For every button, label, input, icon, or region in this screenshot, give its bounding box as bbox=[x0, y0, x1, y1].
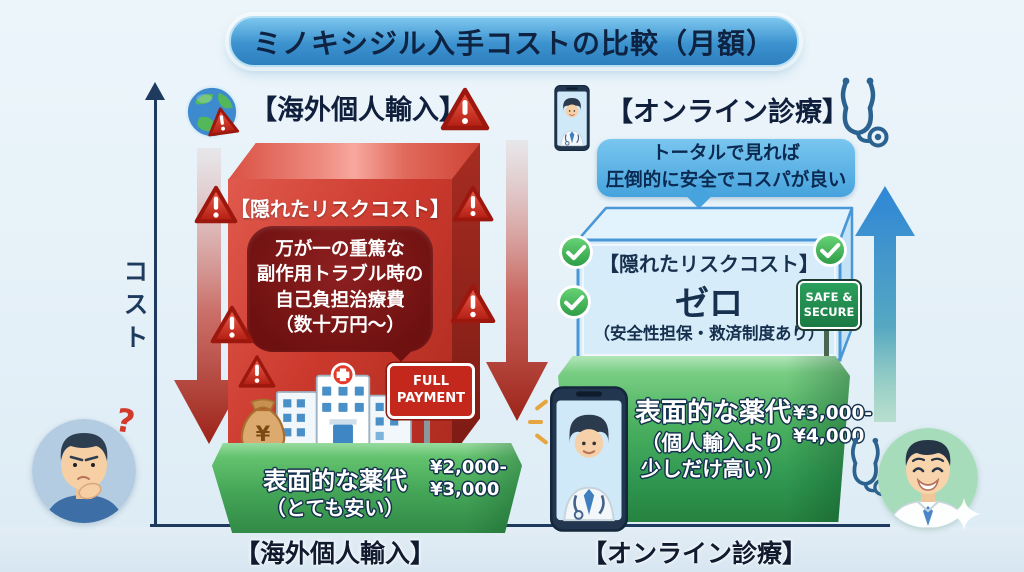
online-base-label2: （個人輸入より bbox=[640, 431, 785, 455]
import-base-label1: 表面的な薬代 bbox=[263, 467, 407, 495]
stethoscope-icon bbox=[830, 76, 890, 154]
import-base-price: ¥2,000- ¥3,000 bbox=[430, 457, 520, 500]
import-bottom-label: 【海外個人輸入】 bbox=[234, 539, 435, 568]
online-risk-note: （安全性担保・救済制度あり） bbox=[593, 324, 825, 343]
full-payment-line: PAYMENT bbox=[396, 391, 466, 406]
full-payment-sign: FULL PAYMENT bbox=[387, 363, 475, 419]
question-mark: ? bbox=[112, 400, 138, 442]
blue-up-arrow bbox=[855, 186, 915, 422]
red-down-arrow-left bbox=[174, 148, 244, 444]
import-risk-title: 【隠れたリスクコスト】 bbox=[230, 197, 450, 221]
callout-line: トータルで見れば bbox=[651, 143, 800, 165]
online-base-label1: 表面的な薬代 bbox=[634, 398, 791, 428]
import-risk-bubble-text: 万が一の重篤な 副作用トラブル時の 自己負担治療費 （数十万円〜） bbox=[247, 237, 433, 338]
money-bag-yen: ¥ bbox=[256, 421, 271, 446]
import-base-block bbox=[212, 443, 522, 533]
safe-badge: SAFE & SECURE bbox=[798, 281, 860, 329]
online-base-label3: 少しだけ高い） bbox=[640, 457, 785, 481]
full-payment-sign-post bbox=[424, 412, 430, 446]
safe-badge-line: SAFE & bbox=[805, 290, 853, 305]
title-banner: ミノキシジル入手コストの比較（月額） bbox=[229, 16, 799, 67]
full-payment-line: FULL bbox=[412, 374, 449, 390]
check-icon bbox=[556, 284, 592, 320]
online-base-price: ¥3,000- ¥4,000 bbox=[793, 402, 873, 448]
online-risk-title: 【隠れたリスクコスト】 bbox=[599, 252, 819, 276]
price-line: ¥4,000 bbox=[793, 426, 865, 448]
online-glass-box bbox=[576, 206, 854, 362]
check-icon bbox=[558, 234, 594, 270]
warning-icon bbox=[194, 184, 238, 225]
red-down-arrow-right bbox=[486, 140, 548, 421]
price-line: ¥3,000 bbox=[430, 478, 500, 500]
emphasis-mark bbox=[534, 432, 549, 446]
risk-line: （数十万円〜） bbox=[275, 315, 405, 337]
page-title: ミノキシジル入手コストの比較（月額） bbox=[252, 26, 775, 60]
phone-doctor-icon bbox=[550, 386, 628, 532]
risk-line: 万が一の重篤な bbox=[275, 239, 405, 260]
risk-line: 副作用トラブル時の bbox=[256, 264, 424, 286]
online-header: 【オンライン診療】 bbox=[606, 97, 849, 128]
check-icon bbox=[812, 232, 848, 268]
money-bag-icon: ¥ bbox=[240, 398, 286, 453]
import-box-top-face bbox=[228, 143, 480, 180]
import-base-label2: （とても安い） bbox=[265, 496, 405, 520]
import-risk-bubble bbox=[247, 226, 433, 352]
warning-icon bbox=[452, 184, 494, 223]
online-callout: トータルで見れば 圧倒的に安全でコスパが良い bbox=[597, 139, 855, 197]
warning-icon bbox=[238, 354, 276, 389]
sparkle-icon bbox=[947, 497, 981, 531]
price-line: ¥2,000- bbox=[430, 457, 507, 478]
worried-user-avatar bbox=[32, 419, 136, 523]
warning-icon bbox=[450, 282, 496, 325]
emphasis-mark bbox=[528, 420, 543, 424]
safe-badge-post bbox=[824, 323, 829, 361]
y-axis-line bbox=[154, 98, 157, 525]
safe-badge-line: SECURE bbox=[803, 305, 855, 319]
warning-icon bbox=[210, 304, 254, 345]
y-axis-arrowhead bbox=[145, 82, 165, 100]
hospital-icon bbox=[275, 362, 412, 446]
y-axis-label: コスト bbox=[120, 258, 149, 357]
warning-icon bbox=[440, 86, 490, 132]
happy-user-avatar bbox=[878, 428, 978, 528]
import-header: 【海外個人輸入】 bbox=[250, 95, 466, 126]
online-bottom-label: 【オンライン診療】 bbox=[582, 539, 808, 568]
online-risk-value: ゼロ bbox=[675, 284, 743, 324]
risk-line: 自己負担治療費 bbox=[275, 289, 405, 311]
price-line: ¥3,000- bbox=[793, 403, 873, 424]
warning-icon bbox=[204, 104, 240, 138]
callout-line: 圧倒的に安全でコスパが良い bbox=[605, 170, 847, 191]
floor-band bbox=[0, 527, 1024, 572]
x-axis-line bbox=[150, 524, 890, 527]
phone-doctor-icon bbox=[546, 85, 598, 151]
